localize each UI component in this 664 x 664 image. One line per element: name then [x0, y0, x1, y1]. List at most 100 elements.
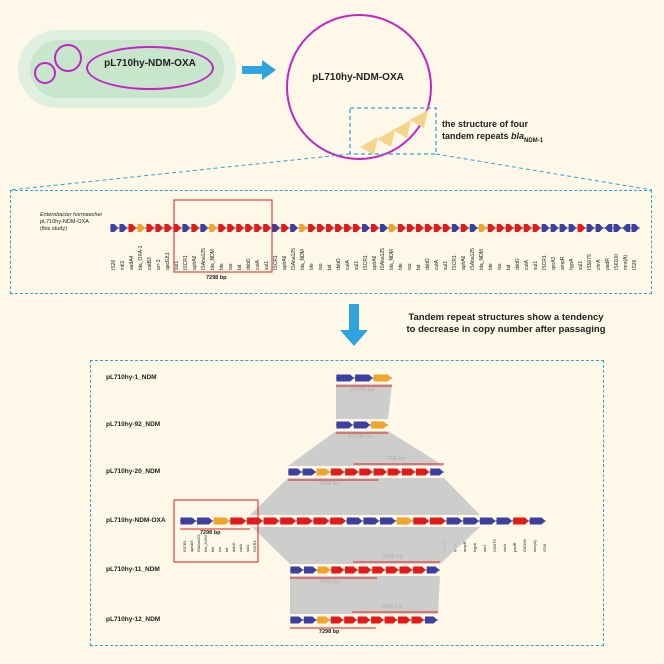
gene-arrow	[568, 224, 577, 232]
zoom-line-left	[9, 153, 351, 191]
map-repeat-size: 7298 bp	[206, 275, 227, 281]
repeat-triangle	[360, 137, 378, 155]
row-gene-arrow	[346, 517, 363, 525]
row-gene-arrow	[213, 517, 230, 525]
size-label: 7298 bp	[318, 629, 340, 635]
row-gene-arrow	[380, 517, 396, 525]
gene-arrow	[254, 224, 263, 232]
repeat-note-line1: the structure of four	[442, 119, 529, 129]
gene-arrow	[236, 224, 245, 232]
gene-arrow	[631, 224, 640, 232]
trend-note-line1: Tandem repeat structures show a tendency	[408, 312, 604, 323]
cell-plasmid-ellipse	[86, 46, 214, 90]
row-label: pL710hy-12_NDM	[106, 616, 161, 623]
row-gene-arrow	[446, 517, 463, 525]
gene-arrow	[317, 224, 325, 232]
down-arrow-shaft	[349, 304, 359, 334]
gene-arrow	[577, 224, 586, 232]
gene-arrow	[245, 224, 254, 232]
row-gene-arrow	[401, 468, 416, 476]
row-gene-arrow	[180, 517, 197, 525]
row-gene-arrow	[426, 566, 440, 574]
row-gene-arrow	[416, 468, 430, 476]
map-study: (this study)	[40, 226, 67, 232]
gene-arrow	[379, 224, 388, 232]
row-gene-arrow	[529, 517, 546, 525]
repeat-triangle	[377, 129, 395, 147]
zoom-line-right	[435, 153, 653, 191]
gene-arrow	[173, 224, 182, 232]
gene-arrow	[128, 224, 137, 232]
row-gene-arrow	[373, 468, 387, 476]
row-label: pL710hy-92_NDM	[106, 421, 161, 428]
gene-arrow	[487, 224, 496, 232]
small-plasmid-circle	[54, 44, 82, 72]
row-gene-arrow	[246, 517, 263, 525]
row-gene-arrow	[317, 616, 330, 624]
row-gene-arrow	[280, 517, 296, 525]
homology-band	[288, 431, 444, 466]
row-gene-arrow	[313, 517, 330, 525]
small-plasmid-circle	[34, 62, 56, 84]
row-gene-arrow	[384, 616, 398, 624]
row-gene-arrow	[363, 517, 380, 525]
row-gene-arrow	[330, 468, 345, 476]
gene-arrow	[415, 224, 424, 232]
repeat-unit-box	[173, 199, 273, 273]
row-gene-arrow	[345, 468, 359, 476]
gene-arrow	[424, 224, 433, 232]
comparison-panel	[90, 360, 604, 646]
gene-arrow	[559, 224, 568, 232]
gene-arrow	[290, 224, 298, 232]
row-gene-arrow	[353, 421, 371, 429]
gene-arrow	[272, 224, 280, 232]
gene-arrow	[388, 224, 397, 232]
row-label: pL710hy-11_NDM	[106, 566, 160, 573]
gene-arrow	[335, 224, 343, 232]
plasmid-label: pL710hy-NDM-OXA	[312, 72, 404, 83]
gene-arrow	[218, 224, 227, 232]
row-gene-arrow	[330, 517, 346, 525]
row-gene-arrow	[413, 566, 426, 574]
row-gene-arrow	[344, 566, 358, 574]
gene-arrow	[263, 224, 271, 232]
row-gene-arrow	[385, 566, 399, 574]
gene-arrow	[227, 224, 236, 232]
row-gene-arrow	[398, 616, 411, 624]
row-gene-arrow	[372, 566, 385, 574]
right-arrow-shaft	[242, 66, 264, 74]
gene-arrow	[469, 224, 478, 232]
row-gene-arrow	[296, 517, 313, 525]
row-gene-arrow	[479, 517, 496, 525]
map-plasmid-name: pL710hy-NDM-OXA	[40, 219, 89, 225]
row-label: pL710hy-20_NDM	[106, 468, 161, 475]
gene-arrow	[460, 224, 469, 232]
row-gene-arrow	[344, 616, 357, 624]
homology-band	[252, 527, 480, 564]
row-gene-arrow	[463, 517, 479, 525]
trend-note-line2: to decrease in copy number after passagi…	[406, 324, 606, 335]
gene-arrow	[451, 224, 460, 232]
plasmid-circle	[286, 14, 432, 160]
gene-arrow	[299, 224, 307, 232]
row-gene-arrow	[317, 566, 331, 574]
row-gene-arrow	[429, 517, 446, 525]
repeat-note-gene-sub: NDM-1	[524, 137, 544, 144]
gene-arrow	[514, 224, 523, 232]
row-gene-arrow	[336, 421, 353, 429]
row-gene-arrow	[331, 566, 345, 574]
row-gene-arrow	[371, 421, 388, 429]
row-gene-arrow	[411, 616, 425, 624]
gene-arrow	[541, 224, 550, 232]
gene-map-panel	[10, 190, 652, 294]
row-gene-arrow	[230, 517, 247, 525]
gene-arrow	[110, 224, 119, 232]
row-gene-arrow	[373, 374, 392, 382]
gene-arrow	[164, 224, 173, 232]
gene-arrow	[353, 224, 361, 232]
gene-arrow	[146, 224, 155, 232]
row-gene-arrow	[316, 468, 331, 476]
gene-arrow	[119, 224, 128, 232]
gene-arrow	[604, 224, 613, 232]
gene-arrow	[550, 224, 559, 232]
